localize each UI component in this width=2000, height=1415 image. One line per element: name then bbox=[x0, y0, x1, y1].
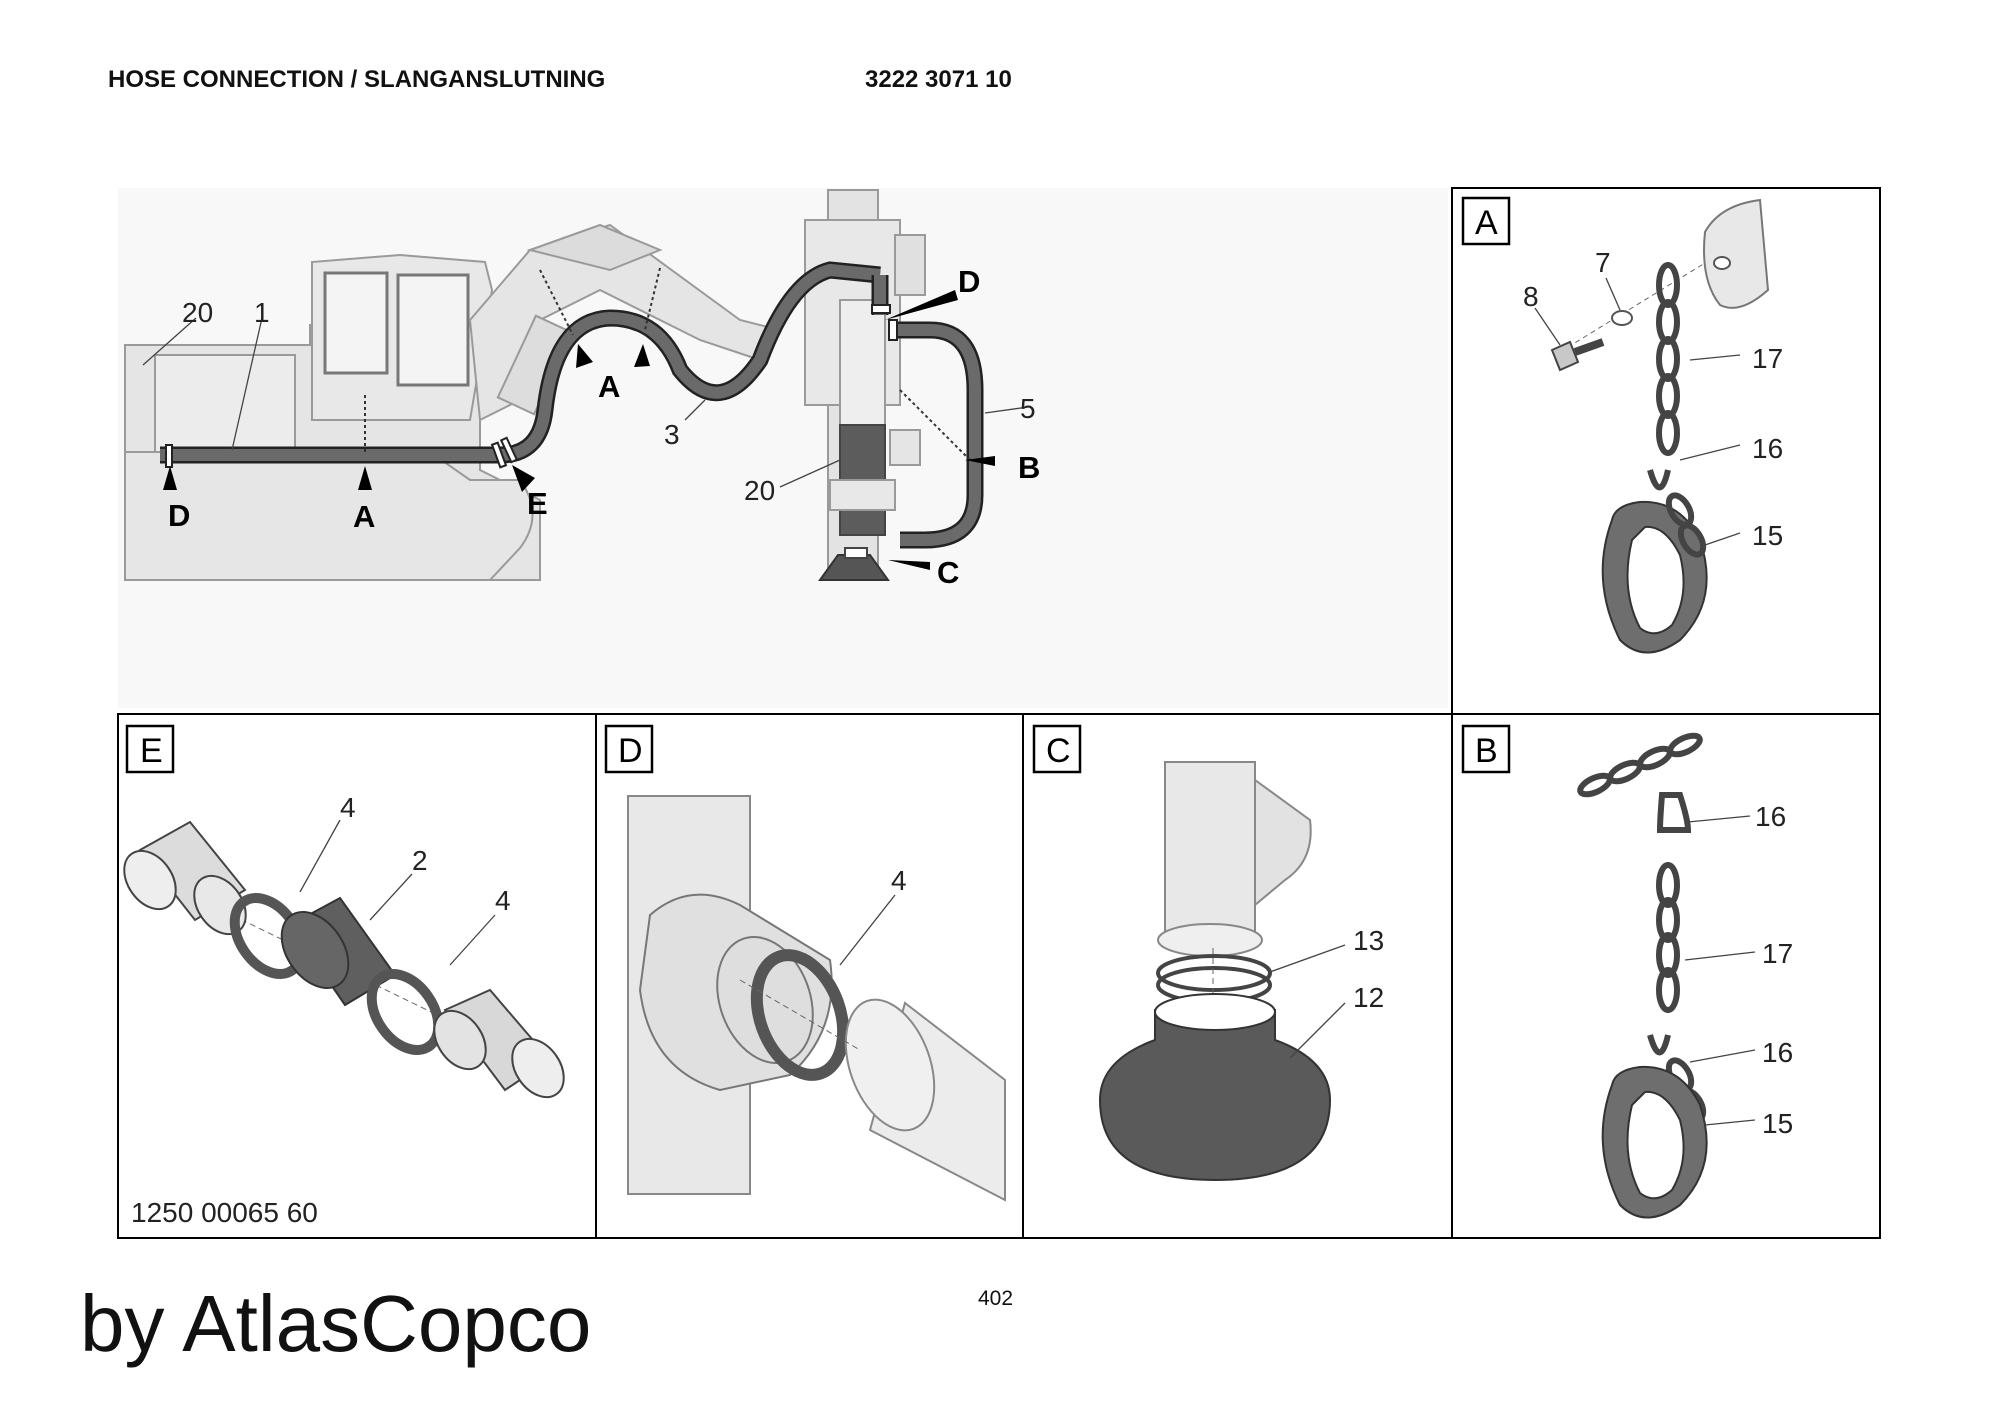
detail-a-drawing: A 8 7 17 16 15 bbox=[1461, 196, 1783, 654]
detail-b-callout-15: 15 bbox=[1762, 1108, 1793, 1139]
detail-e-drawing: E 4 2 4 1250 00065 60 bbox=[123, 724, 565, 1228]
section-marker-a-left: A bbox=[353, 499, 375, 534]
panel-b-frame bbox=[1451, 713, 1881, 1239]
detail-a-callout-7: 7 bbox=[1595, 247, 1611, 278]
detail-d-drawing: D 4 bbox=[604, 724, 1006, 1202]
section-marker-d-left: D bbox=[168, 498, 190, 533]
detail-e-callout-4-lower: 4 bbox=[495, 885, 511, 916]
detail-d-callout-4: 4 bbox=[891, 865, 907, 896]
detail-a-callout-16: 16 bbox=[1752, 433, 1783, 464]
detail-b-drawing: B 16 17 16 15 bbox=[1461, 724, 1793, 1219]
page-number: 402 bbox=[978, 1287, 1014, 1310]
part-number: 3222 3071 10 bbox=[865, 66, 1012, 93]
detail-e-letter: E bbox=[140, 732, 163, 770]
detail-e-callout-2: 2 bbox=[412, 845, 428, 876]
document-title: HOSE CONNECTION / SLANGANSLUTNING bbox=[108, 66, 606, 93]
detail-b-letter: B bbox=[1475, 732, 1498, 770]
callout-5: 5 bbox=[1020, 393, 1036, 424]
detail-b-callout-17: 17 bbox=[1762, 938, 1793, 969]
callout-20-upper: 20 bbox=[182, 297, 213, 328]
detail-c-callout-12: 12 bbox=[1353, 982, 1384, 1013]
main-overview-drawing bbox=[118, 188, 1448, 708]
detail-b-callout-16-lower: 16 bbox=[1762, 1037, 1793, 1068]
section-marker-b: B bbox=[1018, 450, 1040, 485]
detail-a-letter: A bbox=[1475, 204, 1498, 242]
detail-a-callout-15: 15 bbox=[1752, 520, 1783, 551]
detail-a-callout-8: 8 bbox=[1523, 281, 1539, 312]
drawing-number: 1250 00065 60 bbox=[131, 1197, 318, 1228]
callout-20-lower: 20 bbox=[744, 475, 775, 506]
detail-d-letter: D bbox=[618, 732, 643, 770]
section-marker-c: C bbox=[937, 555, 959, 590]
brand-footer: by AtlasCopco bbox=[80, 1279, 592, 1368]
detail-e-callout-4-upper: 4 bbox=[340, 792, 356, 823]
section-marker-e: E bbox=[527, 486, 548, 521]
detail-c-callout-13: 13 bbox=[1353, 925, 1384, 956]
detail-a-callout-17: 17 bbox=[1752, 343, 1783, 374]
section-marker-d-right: D bbox=[958, 264, 980, 299]
section-marker-a-right: A bbox=[598, 369, 620, 404]
callout-1: 1 bbox=[254, 297, 270, 328]
detail-c-drawing: C 13 12 bbox=[1032, 724, 1384, 1182]
detail-b-callout-16-upper: 16 bbox=[1755, 801, 1786, 832]
callout-3: 3 bbox=[664, 419, 680, 450]
detail-c-letter: C bbox=[1046, 732, 1071, 770]
